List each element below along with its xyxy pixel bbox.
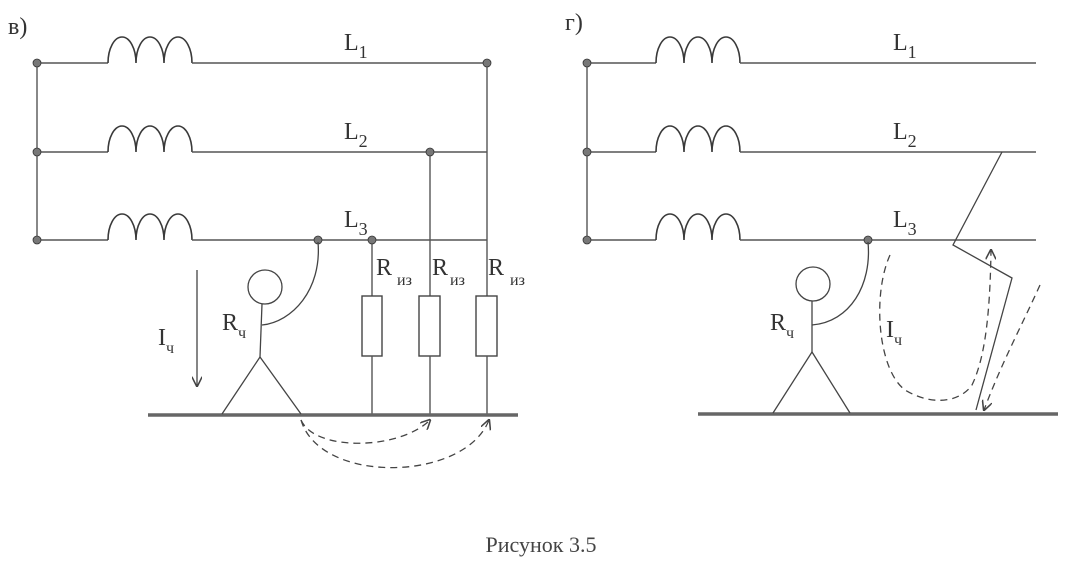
node bbox=[367, 235, 377, 245]
label-phase-l3-right: L3 bbox=[893, 207, 917, 239]
insulation-resistor-2 bbox=[418, 295, 441, 357]
phase-wire-l3-right bbox=[587, 213, 1036, 241]
panel-right-letter: г) bbox=[565, 10, 583, 36]
phase-wire-l1-right bbox=[587, 36, 1036, 64]
label-phase-l1-right: L1 bbox=[893, 30, 917, 62]
phase-wire-l2-right bbox=[587, 125, 1036, 153]
label-phase-l1: L1 bbox=[344, 30, 368, 62]
node bbox=[425, 147, 435, 157]
insulation-resistor-1 bbox=[361, 295, 383, 357]
label-phase-l2: L2 bbox=[344, 119, 368, 151]
label-body-resistance-right: Rч bbox=[770, 310, 794, 342]
label-phase-l3: L3 bbox=[344, 207, 368, 239]
phase-wire-l1 bbox=[37, 36, 487, 64]
label-phase-l2-right: L2 bbox=[893, 119, 917, 151]
node bbox=[32, 58, 42, 68]
node bbox=[32, 147, 42, 157]
label-current-right: Iч bbox=[886, 317, 902, 349]
dashed-current-path-2 bbox=[300, 420, 489, 469]
person-figure-right bbox=[772, 241, 870, 414]
phase-wire-l2 bbox=[37, 125, 487, 153]
figure-caption: Рисунок 3.5 bbox=[486, 532, 597, 557]
node bbox=[482, 58, 492, 68]
dashed-current-path-1 bbox=[300, 420, 430, 444]
node bbox=[582, 235, 592, 245]
panel-left-letter: в) bbox=[8, 14, 27, 40]
node bbox=[582, 147, 592, 157]
dashed-current-path-right bbox=[879, 250, 991, 401]
dashed-fault-current-path bbox=[984, 284, 1041, 410]
node bbox=[32, 235, 42, 245]
ground-fault-zigzag bbox=[952, 151, 1013, 411]
panel-right: г) bbox=[565, 10, 1058, 416]
node bbox=[582, 58, 592, 68]
insulation-resistor-3 bbox=[475, 295, 498, 357]
phase-wire-l3 bbox=[37, 213, 487, 241]
panel-left: в) bbox=[8, 14, 525, 469]
label-current-left: Iч bbox=[158, 325, 174, 357]
label-body-resistance-left: Rч bbox=[222, 310, 246, 342]
person-figure-left bbox=[221, 241, 319, 415]
